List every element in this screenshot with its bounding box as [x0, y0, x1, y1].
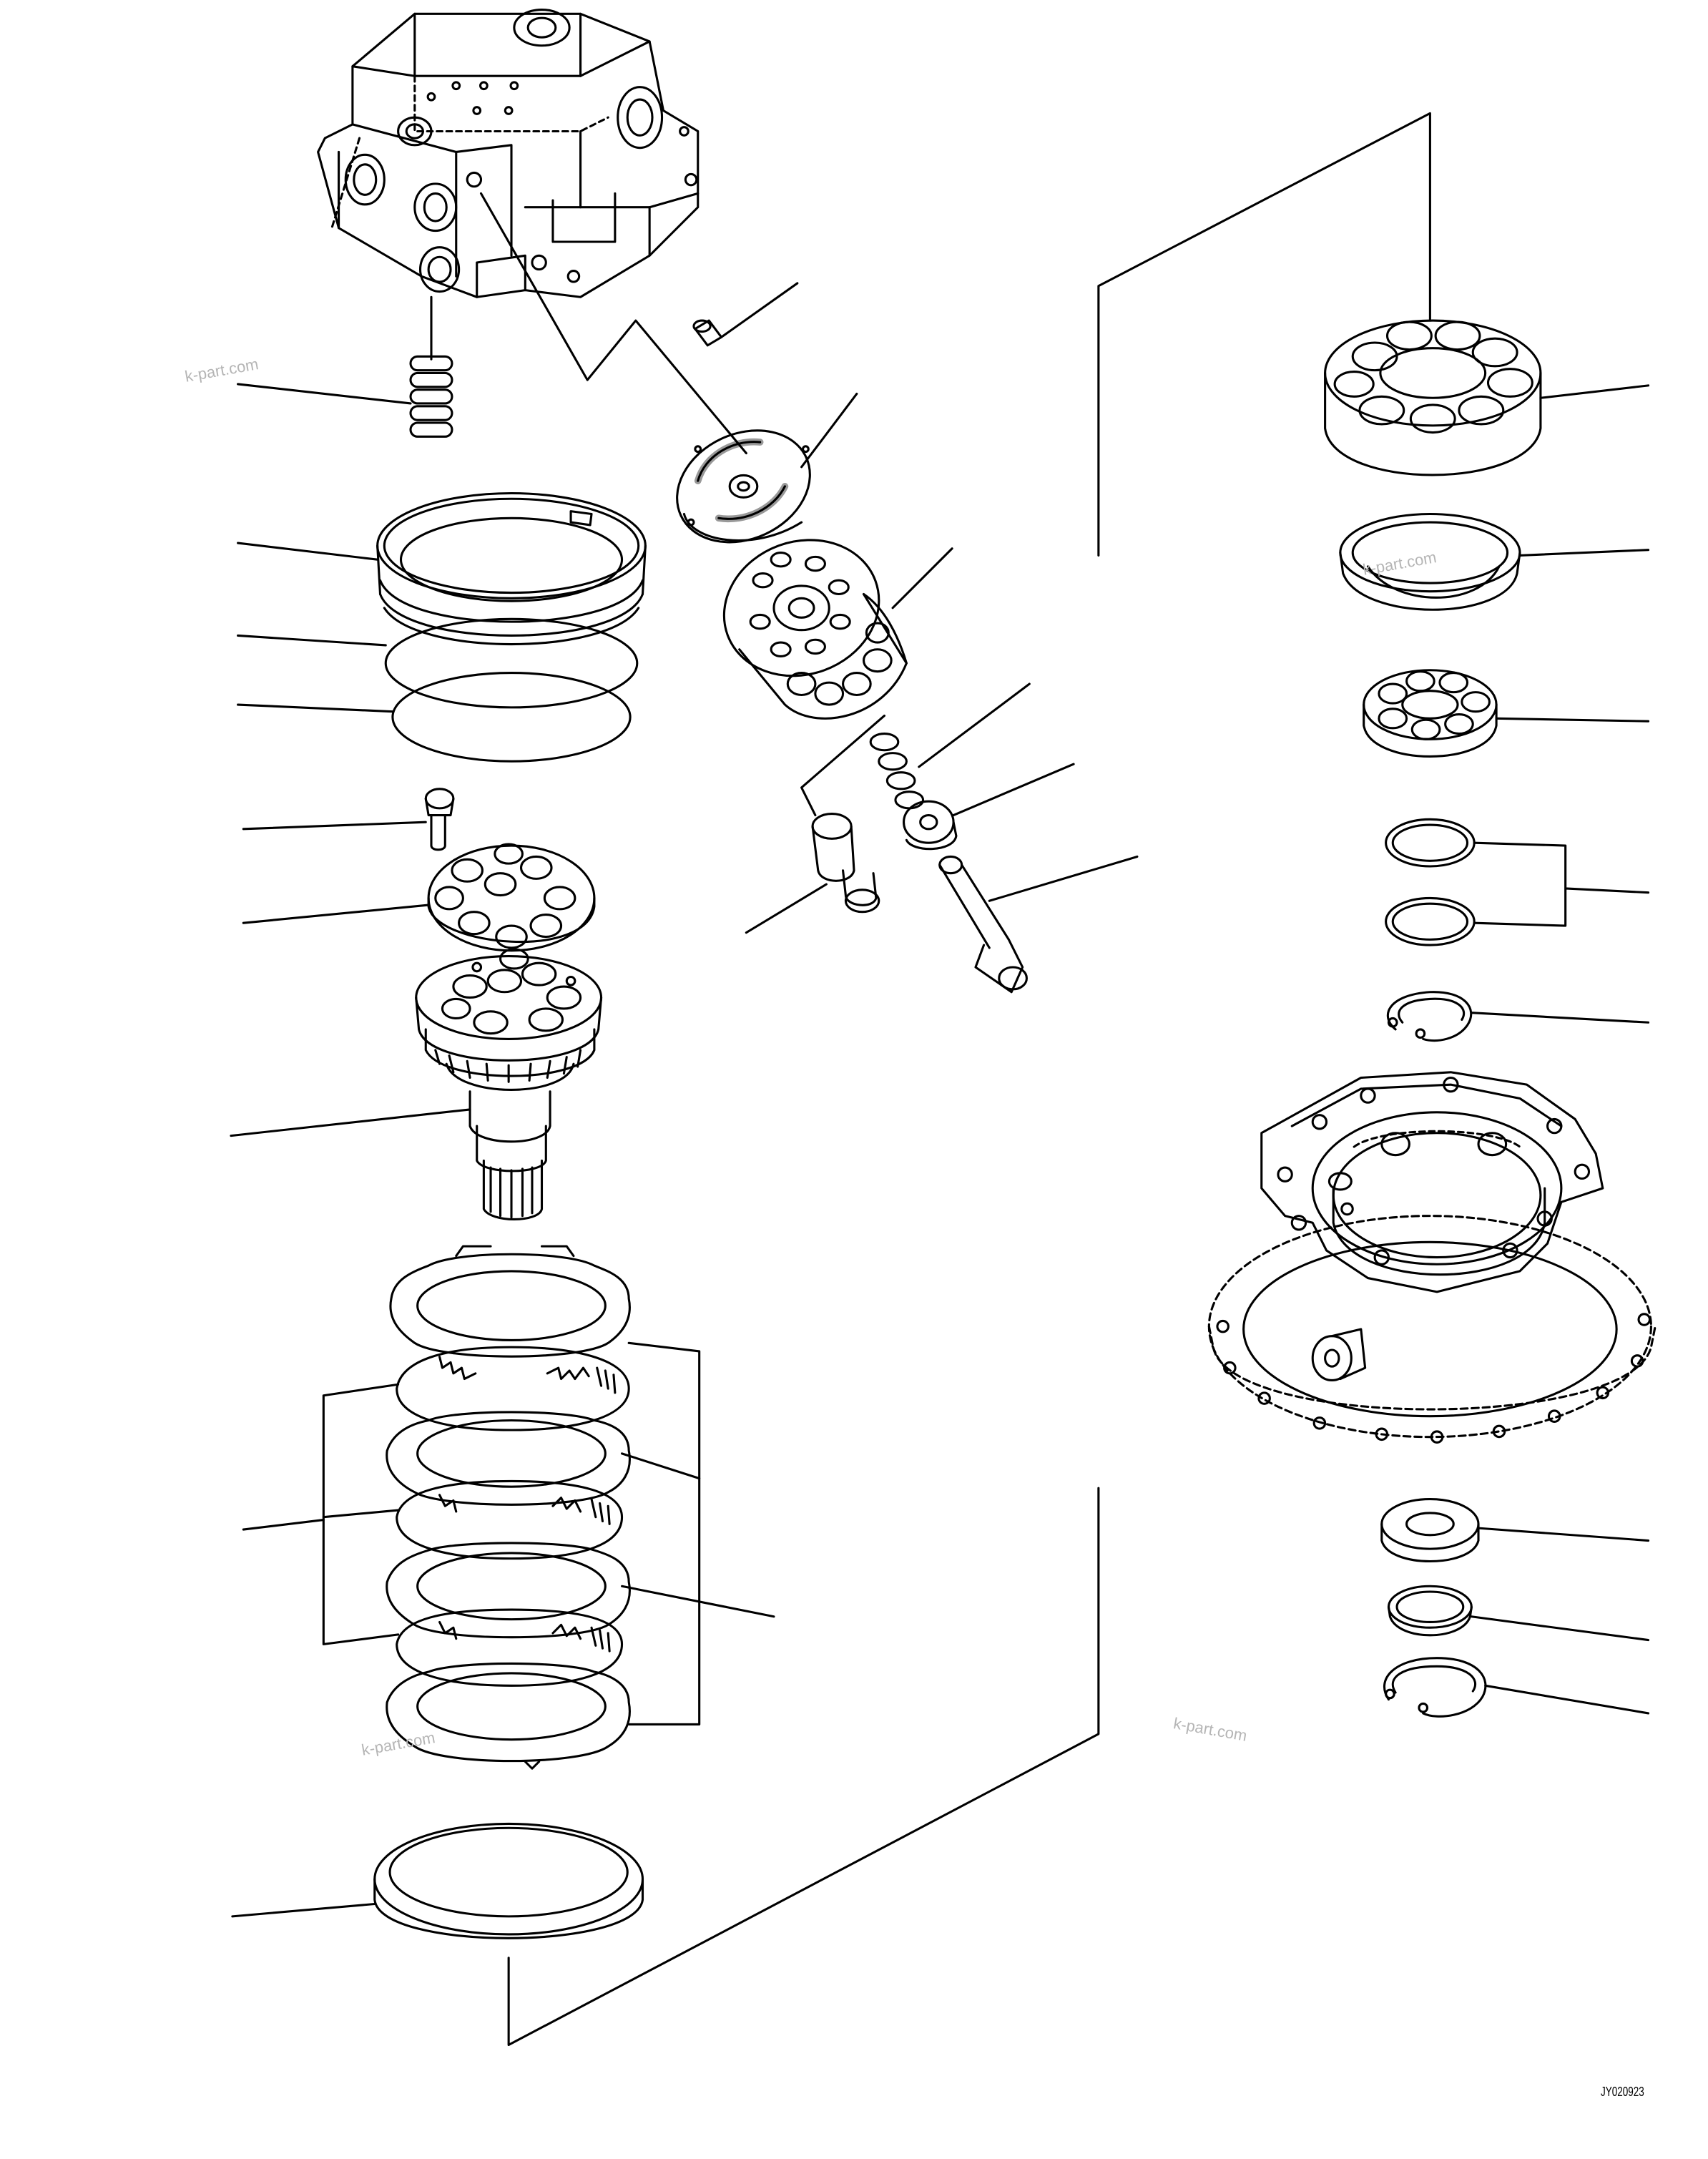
leader-drive-shaft: [230, 1108, 471, 1137]
bearing-race: [1380, 1498, 1480, 1563]
brake-leader-brackets: [242, 1341, 775, 1725]
leader-snap-ring-lower: [1484, 1684, 1650, 1715]
motor-valve-housing: [317, 8, 700, 298]
washer: [1387, 1585, 1473, 1637]
piston-shoe: [811, 813, 880, 914]
spring: [869, 733, 925, 810]
leader-seal-carrier: [237, 542, 379, 561]
leader-retainer-plate: [242, 904, 430, 924]
snap-ring-lower: [1383, 1657, 1487, 1718]
drive-shaft-gear: [415, 948, 603, 1220]
leader-bolt: [242, 821, 427, 831]
valve-plate: [676, 429, 811, 544]
drawing-code: JY020923: [1601, 2085, 1644, 2099]
motor-case: [1207, 1071, 1657, 1444]
right-top-bracket: [1097, 112, 1431, 557]
leader-piston-shoe: [745, 883, 828, 934]
leader-spring: [918, 682, 1031, 768]
spring-stack: [409, 355, 453, 438]
guide-pin: [692, 319, 723, 347]
shim-bracket: [1473, 841, 1650, 927]
center-shaft: [938, 855, 1028, 994]
seal-ring-carrier: [376, 491, 647, 645]
spherical-bushing: [902, 800, 958, 851]
brake-plate-stack: [386, 1245, 631, 1770]
leader-washer: [1470, 1615, 1650, 1642]
leader-spring-stack: [237, 383, 412, 405]
oil-seal: [1339, 512, 1521, 611]
leader-bearing-race: [1477, 1527, 1650, 1542]
thrust-ring-bracket: [507, 1487, 1100, 2047]
cylinder-block: [722, 539, 908, 720]
housing-to-valve-plate-line: [479, 192, 747, 455]
bolt: [424, 788, 455, 851]
leader-bearing-small: [1495, 717, 1650, 723]
leader-oil-seal: [1518, 549, 1650, 557]
leader-center-shaft: [988, 855, 1139, 902]
leader-o-ring-lower: [237, 703, 394, 713]
leader-guide-pin: [720, 282, 799, 338]
roller-bearing-small: [1363, 669, 1498, 758]
leader-valve-plate: [800, 392, 858, 469]
leader-bearing-large: [1539, 384, 1650, 399]
leader-o-ring-upper: [237, 634, 387, 647]
leader-snap-ring-upper: [1470, 1012, 1650, 1024]
o-ring-upper: [384, 617, 639, 709]
roller-bearing-large: [1324, 319, 1542, 476]
snap-ring-upper: [1386, 991, 1473, 1042]
retainer-plate: [427, 843, 596, 952]
o-ring-lower: [391, 672, 632, 763]
leader-thrust-ring: [231, 1902, 376, 1918]
thrust-ring: [373, 1822, 644, 1939]
leader-spherical-bushing: [952, 763, 1075, 817]
cylinder-center-line: [800, 714, 886, 817]
shim-pair: [1385, 818, 1476, 946]
leader-cylinder-block: [891, 547, 953, 609]
